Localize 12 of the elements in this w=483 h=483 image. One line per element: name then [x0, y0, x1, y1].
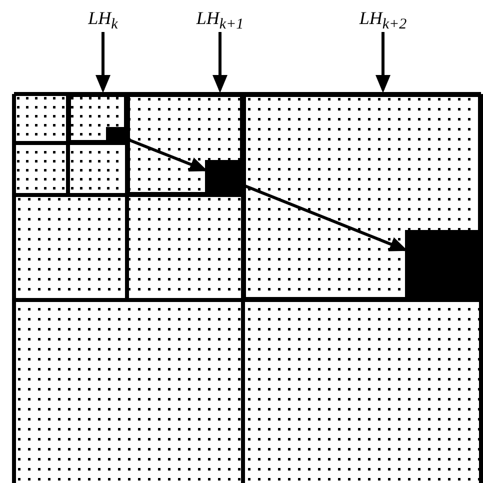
subband-label: LH$_{k}$	[73, 8, 133, 30]
coefficient-block	[205, 160, 243, 195]
subband-region	[243, 94, 481, 300]
subband-label: LH$_{k+2}$	[353, 8, 413, 30]
coefficient-block	[405, 230, 481, 300]
arrow	[96, 32, 110, 93]
arrow	[376, 32, 390, 93]
subband-label: LH$_{k+1}$	[190, 8, 250, 30]
coefficient-block	[106, 127, 127, 143]
subband-region	[127, 94, 243, 195]
arrow	[212, 32, 228, 93]
subband-region	[68, 94, 127, 143]
